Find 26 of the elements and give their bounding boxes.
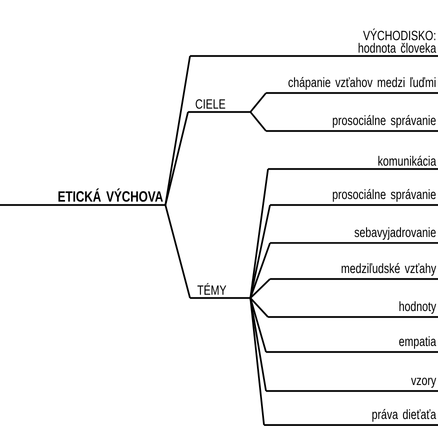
- branch-label: prosociálne správanie: [270, 189, 438, 206]
- branch-label: chápanie vzťahov medzi ľuďmi: [266, 77, 438, 94]
- connector-line: [250, 298, 267, 352]
- branch-label: empatia: [266, 336, 438, 353]
- connector-line: [250, 168, 269, 298]
- connector-line: [250, 111, 267, 132]
- branch-label: prosociálne správanie: [266, 115, 438, 132]
- connector-line: [250, 92, 267, 113]
- connector-line: [250, 278, 271, 299]
- title-text: ETICKÁ VÝCHOVA: [0, 188, 166, 206]
- connector-line: [164, 112, 189, 206]
- branch-label: hodnoty: [268, 301, 438, 318]
- branch-label: vzory: [266, 378, 438, 392]
- connector-line: [250, 298, 265, 426]
- connector-line: [164, 204, 191, 298]
- connector-line: [164, 56, 191, 206]
- connector-line: [250, 297, 269, 318]
- branch-label: medziľudské vzťahy: [270, 263, 438, 280]
- connector-line: [250, 242, 271, 298]
- branch-label: VÝCHODISKO: hodnota človeka: [190, 28, 438, 57]
- branch-label: práva dieťaťa: [264, 409, 438, 426]
- branch-label: CIELE: [188, 99, 250, 113]
- branch-label: komunikácia: [268, 156, 438, 170]
- connector-line: [250, 204, 271, 298]
- branch-label: sebavyjadrovanie: [270, 227, 438, 244]
- branch-label: TÉMY: [190, 283, 250, 299]
